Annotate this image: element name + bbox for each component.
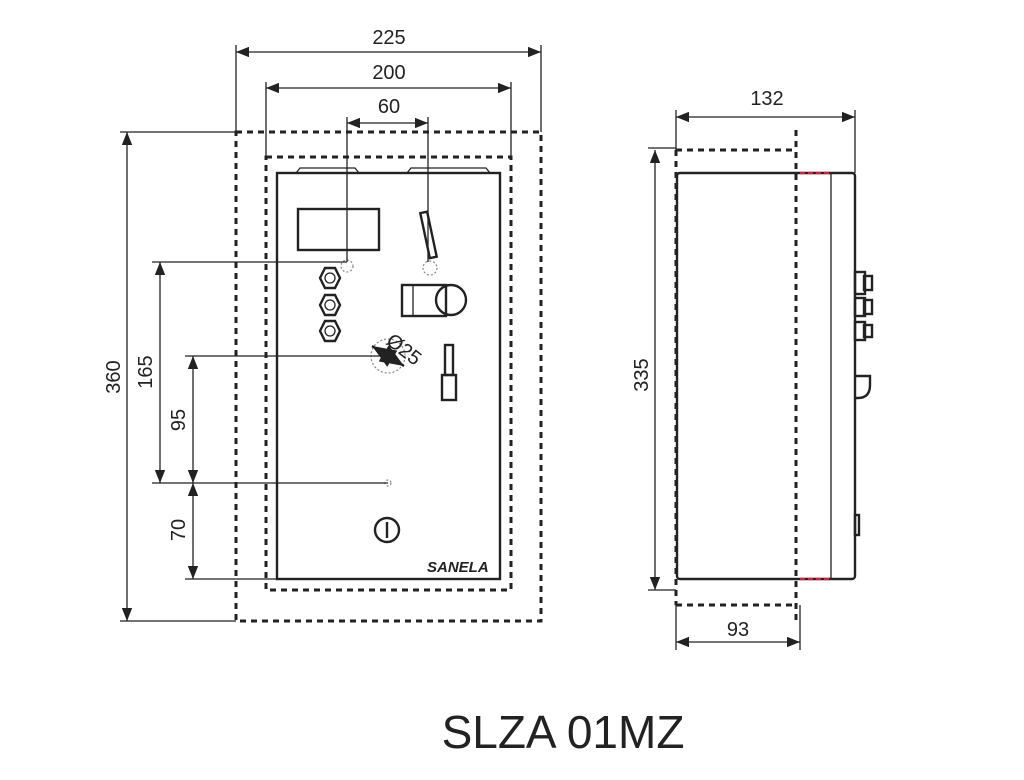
dim-360: 360 [103, 360, 125, 393]
dim-95: 95 [168, 409, 190, 431]
side-housing [675, 171, 857, 581]
dim-93: 93 [727, 619, 749, 641]
key-switch-lever [440, 343, 458, 402]
coin-slot-assembly [400, 283, 468, 318]
dim-60: 60 [378, 96, 400, 118]
seal-marks [800, 171, 830, 581]
recess-outline [674, 148, 795, 607]
display-window [296, 207, 381, 252]
front-panel [275, 171, 502, 581]
side-view: 132 93 335 [631, 88, 874, 650]
outer-recess-outline [234, 130, 543, 623]
toggle-lever [418, 210, 439, 260]
dim-200: 200 [372, 62, 405, 84]
brand-logo: SANELA [427, 559, 489, 576]
dim-165: 165 [135, 355, 157, 388]
lock-icon [373, 516, 401, 544]
dim-225: 225 [372, 27, 405, 49]
inner-recess-outline [264, 155, 513, 592]
top-vents [295, 167, 491, 174]
hex-nut-buttons [318, 266, 342, 343]
dim-132: 132 [750, 88, 783, 110]
front-view: SANELA Ø25 225 200 60 360 165 95 70 [103, 27, 543, 623]
dim-70: 70 [168, 519, 190, 541]
model-title: SLZA 01MZ [442, 706, 685, 758]
dim-335: 335 [631, 358, 653, 391]
side-knobs [853, 270, 874, 537]
